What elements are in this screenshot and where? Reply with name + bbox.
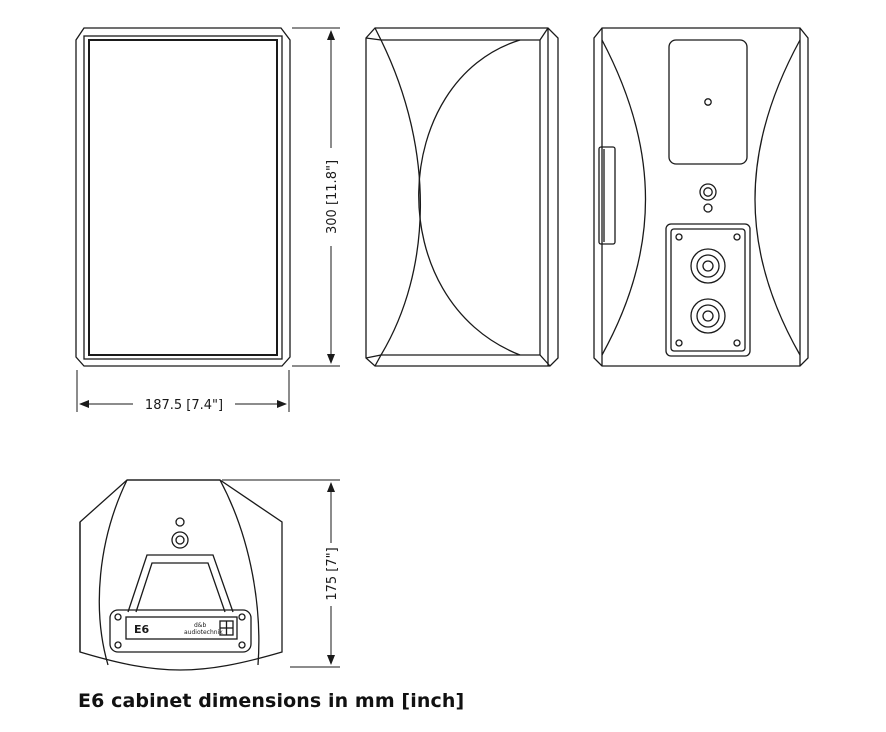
depth-dimension (222, 479, 340, 668)
nameplate-brand-top: d&b (194, 622, 206, 629)
width-dimension (76, 370, 290, 412)
rear-view (593, 27, 809, 367)
cabinet-dimension-drawing: 187.5 [7.4"] 300 [11.8"] (75, 27, 809, 671)
width-dimension-label: 187.5 [7.4"] (145, 398, 223, 413)
figure-caption: E6 cabinet dimensions in mm [inch] (78, 690, 465, 712)
height-dimension-label: 300 [11.8"] (325, 160, 340, 234)
height-dimension (292, 27, 340, 367)
nameplate-model: E6 (134, 623, 150, 636)
depth-dimension-label: 175 [7"] (325, 547, 340, 600)
side-view (365, 27, 559, 367)
nameplate-brand-bottom: audiotechnik (184, 629, 223, 636)
top-view (79, 479, 283, 671)
front-view (75, 27, 291, 367)
